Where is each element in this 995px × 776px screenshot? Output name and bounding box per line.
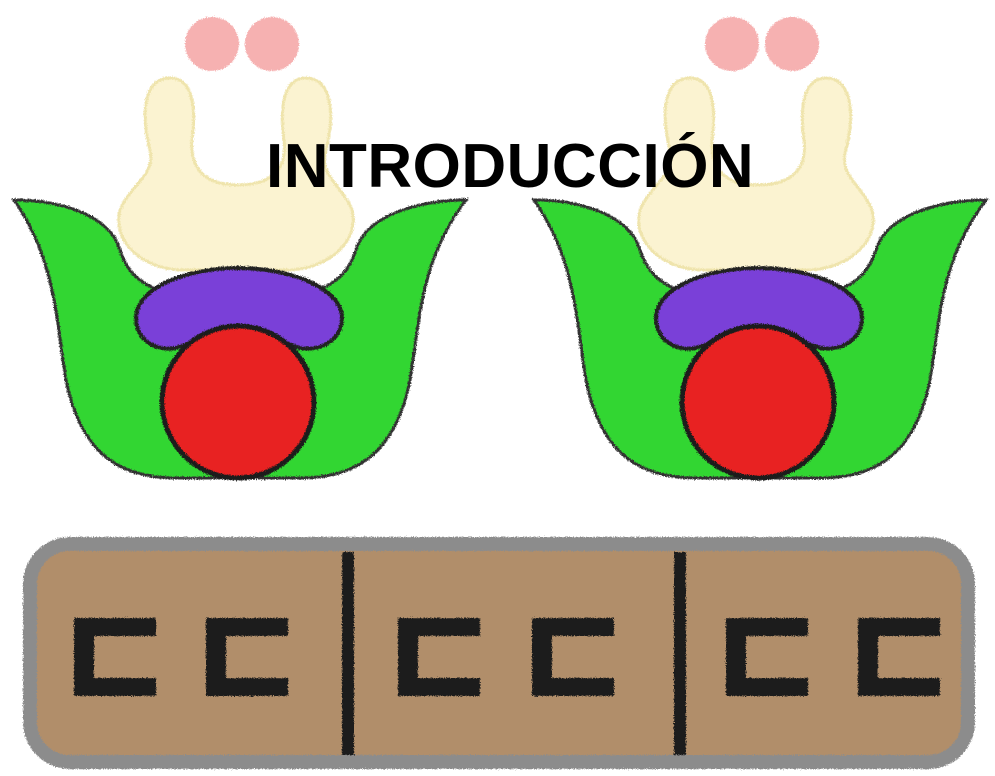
band-panel [30,544,968,762]
flower-glyph-left [14,17,466,478]
flower-glyph-right [534,17,986,478]
page-title: INTRODUCCIÓN [266,136,806,198]
band-panel-frame [30,544,968,762]
